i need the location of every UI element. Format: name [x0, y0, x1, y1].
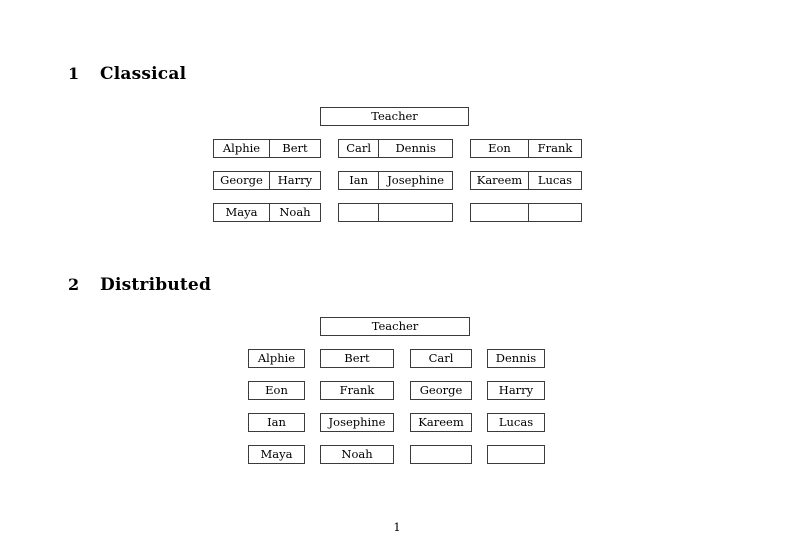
section-title: Distributed [100, 275, 212, 295]
student-cell: George [220, 173, 263, 187]
page-number: 1 [393, 520, 401, 534]
student-box: Bert [320, 349, 394, 368]
student-box: Ian [248, 413, 305, 432]
student-pair-row: Eon Frank [470, 139, 582, 158]
student-cell: Dennis [378, 140, 452, 157]
student-cell: Josephine [378, 172, 452, 189]
student-box: Kareem [410, 413, 472, 432]
section-title: Classical [100, 64, 187, 84]
student-pair-row: Kareem Lucas [470, 171, 582, 190]
student-box: Harry [487, 381, 545, 400]
section-heading-classical: 1 Classical [68, 64, 186, 84]
section-number: 1 [68, 64, 80, 83]
student-pair-row: Carl Dennis [338, 139, 453, 158]
student-pair-row-empty [338, 203, 453, 222]
student-pair-row: Maya Noah [213, 203, 321, 222]
section-number: 2 [68, 275, 80, 294]
student-cell: Alphie [222, 141, 261, 155]
student-box: Dennis [487, 349, 545, 368]
student-pair-row: George Harry [213, 171, 321, 190]
student-cell: Carl [346, 141, 372, 155]
student-box: Alphie [248, 349, 305, 368]
student-cell: Lucas [527, 172, 581, 189]
student-box: Josephine [320, 413, 394, 432]
student-cell: Ian [349, 173, 369, 187]
student-pair-row: Ian Josephine [338, 171, 453, 190]
student-cell: Maya [225, 205, 258, 219]
student-box-empty [410, 445, 472, 464]
student-cell: Bert [268, 140, 320, 157]
student-box: Eon [248, 381, 305, 400]
student-cell: Frank [527, 140, 581, 157]
student-box: Lucas [487, 413, 545, 432]
student-cell: Harry [268, 172, 320, 189]
student-pair-row: Alphie Bert [213, 139, 321, 158]
student-cell-empty [378, 204, 452, 221]
student-box: Frank [320, 381, 394, 400]
student-cell: Eon [488, 141, 511, 155]
student-cell-empty [471, 204, 528, 221]
student-cell: Noah [268, 204, 320, 221]
student-cell-empty [339, 204, 378, 221]
student-box: Noah [320, 445, 394, 464]
student-cell-empty [527, 204, 581, 221]
student-cell: Kareem [476, 173, 523, 187]
teacher-box-distributed: Teacher [320, 317, 470, 336]
student-box: Maya [248, 445, 305, 464]
student-pair-row-empty [470, 203, 582, 222]
student-box-empty [487, 445, 545, 464]
student-box: Carl [410, 349, 472, 368]
student-box: George [410, 381, 472, 400]
section-heading-distributed: 2 Distributed [68, 275, 211, 295]
teacher-box-classical: Teacher [320, 107, 469, 126]
